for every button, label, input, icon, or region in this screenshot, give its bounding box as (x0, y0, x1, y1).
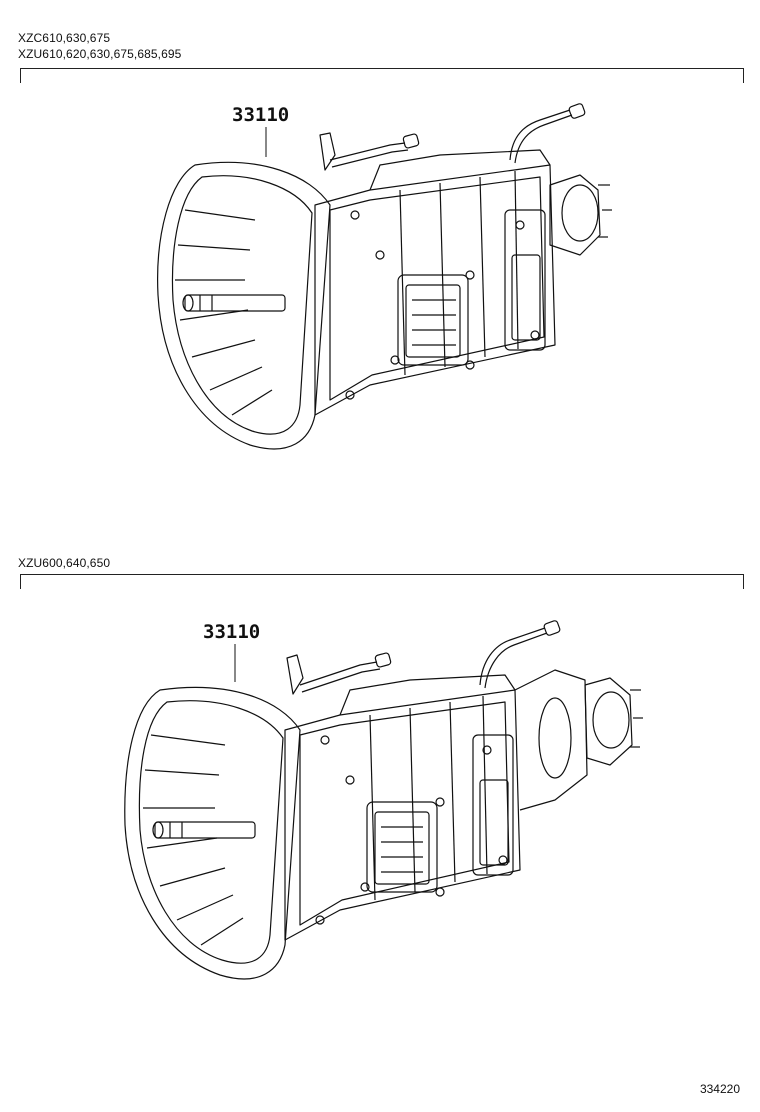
part-number-label[interactable]: 33110 (203, 621, 260, 643)
section-bracket-1 (20, 68, 744, 83)
section-bracket-2 (20, 574, 744, 589)
model-list-2: XZU600,640,650 (18, 555, 110, 571)
diagram-reference-number: 334220 (699, 1082, 740, 1096)
part-number-label[interactable]: 33110 (232, 104, 289, 126)
model-line: XZC610,630,675 (18, 31, 111, 45)
transmission-drawing (124, 620, 643, 980)
model-list-1: XZC610,630,675 XZU610,620,630,675,685,69… (18, 30, 181, 62)
transmission-assembly-diagram-1[interactable]: 33110 (140, 95, 620, 465)
transmission-drawing (157, 103, 612, 450)
model-line: XZU610,620,630,675,685,695 (18, 47, 182, 61)
transmission-assembly-diagram-2[interactable]: 33110 (115, 610, 645, 1000)
model-line: XZU600,640,650 (18, 556, 111, 570)
